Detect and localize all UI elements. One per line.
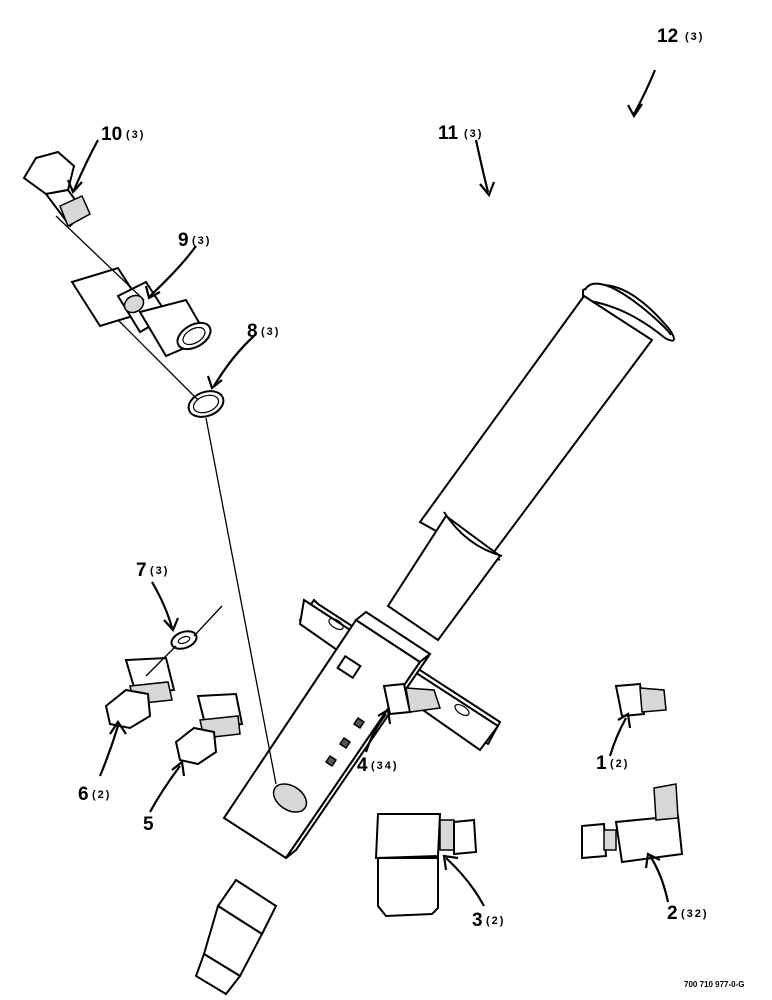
callout-number: 9 bbox=[178, 230, 189, 251]
callout-number: 11 bbox=[438, 123, 459, 144]
callout-quantity: (3) bbox=[685, 31, 704, 43]
callout-number: 2 bbox=[667, 903, 678, 924]
part-2-elbow bbox=[581, 783, 684, 864]
nozzle-body bbox=[194, 610, 432, 996]
callout-quantity: (3) bbox=[150, 565, 169, 577]
callout-quantity: (3) bbox=[126, 129, 145, 141]
callout-number: 3 bbox=[472, 910, 483, 931]
callout-quantity: (3) bbox=[261, 326, 280, 338]
callout-number: 8 bbox=[247, 321, 258, 342]
part-11-tube bbox=[386, 294, 654, 642]
part-12-dome-cap bbox=[582, 282, 675, 342]
part-6-fitting bbox=[104, 656, 176, 730]
callout-quantity: (2) bbox=[486, 915, 505, 927]
callout-quantity: (3) bbox=[464, 128, 483, 140]
callout-quantity: (34) bbox=[371, 760, 399, 772]
callout-number: 10 bbox=[101, 124, 122, 145]
callout-arrows bbox=[66, 69, 670, 907]
part-3-elbow bbox=[374, 813, 478, 918]
callout-labels: 12 (3) 11 (3) 10 (3) 9 (3) 8 (3) 7 (3) 6… bbox=[78, 26, 709, 931]
callout-quantity: (3) bbox=[192, 235, 211, 247]
callout-number: 5 bbox=[143, 814, 154, 835]
drawing-code: 700 710 977-0-G bbox=[684, 980, 745, 989]
callout-quantity: (32) bbox=[681, 908, 709, 920]
callout-number: 6 bbox=[78, 784, 89, 805]
part-1-plug bbox=[614, 682, 667, 718]
callout-quantity: (2) bbox=[610, 758, 629, 770]
callout-number: 1 bbox=[596, 753, 607, 774]
callout-number: 4 bbox=[357, 755, 368, 776]
callout-number: 7 bbox=[136, 560, 147, 581]
part-4-fitting bbox=[382, 682, 441, 716]
part-9-banjo-fitting bbox=[70, 266, 212, 358]
part-7-washer bbox=[170, 630, 198, 650]
leader-lines bbox=[55, 215, 277, 785]
part-10-banjo-bolt bbox=[22, 150, 91, 228]
callout-number: 12 bbox=[657, 26, 678, 47]
part-5-fitting bbox=[174, 692, 244, 766]
part-8-o-ring bbox=[187, 390, 225, 418]
callout-quantity: (2) bbox=[92, 789, 111, 801]
